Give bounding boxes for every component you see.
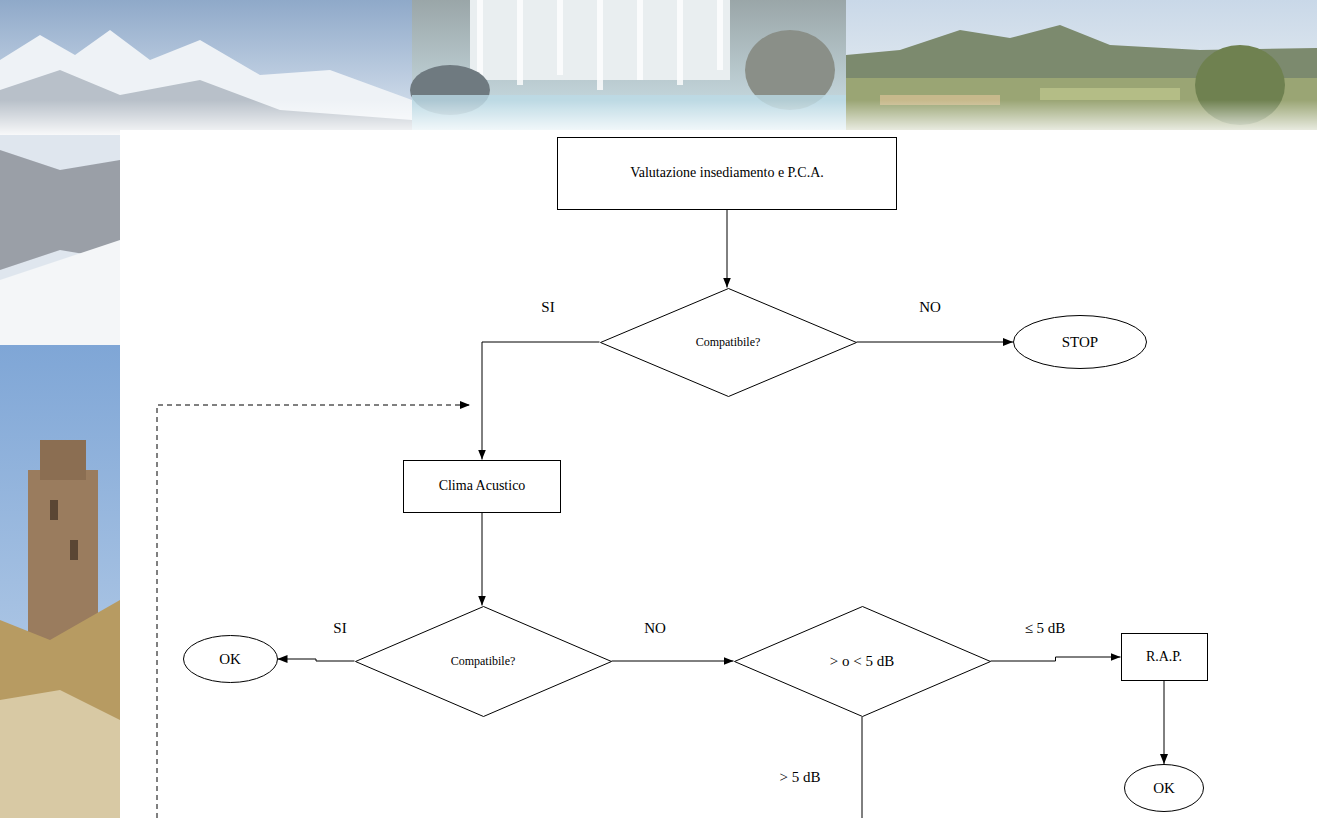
diamond-shape <box>600 288 856 396</box>
flow-arrow <box>857 342 1014 343</box>
terminal-ellipse: OK <box>183 635 278 683</box>
edge-label: NO <box>642 619 668 637</box>
flow-arrow <box>612 661 734 662</box>
flow-arrow <box>278 659 355 661</box>
process-box: Valutazione insediamento e P.C.A. <box>557 137 897 210</box>
edge-label: SI <box>331 619 348 637</box>
node-text: > o < 5 dB <box>830 652 894 670</box>
node-text: Clima Acustico <box>439 478 526 495</box>
node-text: STOP <box>1062 333 1098 351</box>
decision-diamond: > o < 5 dB <box>734 606 991 717</box>
flow-arrow <box>1164 681 1165 764</box>
node-text: OK <box>219 650 241 668</box>
decision-diamond: Compatibile? <box>355 606 612 717</box>
decision-diamond: Compatibile? <box>600 288 857 397</box>
process-box: R.A.P. <box>1121 633 1208 681</box>
flow-arrow <box>482 342 600 460</box>
process-box: Clima Acustico <box>403 460 561 513</box>
photo-fade <box>0 100 1317 135</box>
edge-label: SI <box>539 298 556 316</box>
node-text: Compatibile? <box>696 335 761 349</box>
flow-arrow <box>727 210 728 288</box>
abbey-photo <box>0 345 120 818</box>
flow-arrow <box>482 513 483 606</box>
node-text: OK <box>1153 779 1175 797</box>
edge-label: NO <box>917 298 943 316</box>
node-text: R.A.P. <box>1146 649 1182 666</box>
edge-label: ≤ 5 dB <box>1023 619 1068 637</box>
branch-label: > 5 dB <box>778 768 823 786</box>
node-text: Valutazione insediamento e P.C.A. <box>630 165 824 182</box>
ellipse-shape <box>1014 316 1147 369</box>
exit-line <box>862 717 863 818</box>
terminal-ellipse: OK <box>1124 764 1204 812</box>
terminal-ellipse: STOP <box>1013 315 1147 369</box>
diamond-shape <box>734 606 990 716</box>
white-panel <box>120 130 1317 818</box>
ellipse-shape <box>183 636 277 683</box>
flow-arrow <box>991 657 1121 661</box>
diamond-shape <box>355 606 611 716</box>
node-text: Compatibile? <box>451 654 516 668</box>
ellipse-shape <box>1125 765 1204 812</box>
